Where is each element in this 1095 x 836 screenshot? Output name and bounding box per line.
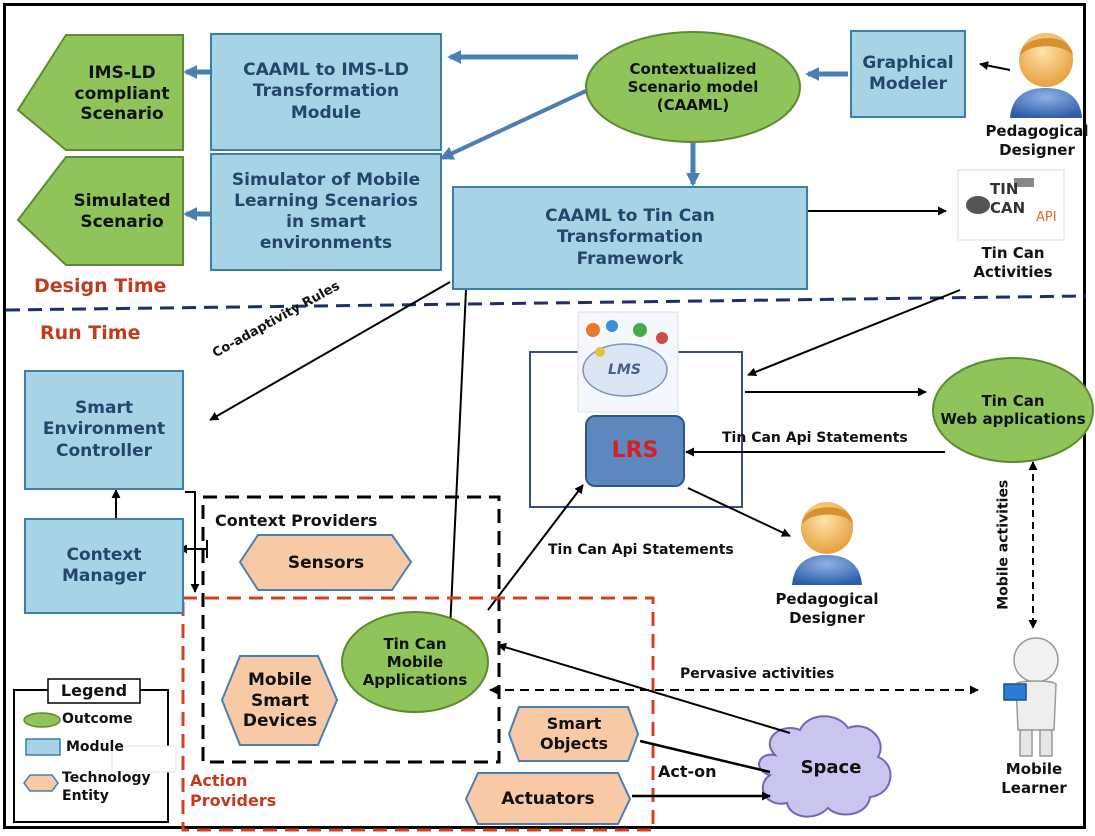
ims-ld-scenario-shape — [16, 34, 184, 151]
actuators-label: Actuators — [501, 788, 595, 809]
lms-image — [577, 311, 679, 413]
design-time-label: Design Time — [34, 275, 167, 297]
legend-title: Legend — [60, 681, 128, 700]
smart-objects-shape — [507, 706, 640, 762]
lrs-module: LRS — [585, 415, 685, 487]
statements-mid-label: Tin Can Api Statements — [548, 542, 734, 558]
legend-outcome-label: Outcome — [62, 711, 133, 727]
run-time-label: Run Time — [40, 322, 141, 344]
mobile-learner-icon — [1003, 637, 1059, 757]
sensors-shape — [238, 534, 413, 591]
mobile-activities-label: Mobile activities — [995, 479, 1012, 610]
legend-module-label: Module — [66, 739, 124, 755]
lms-label: LMS — [608, 362, 641, 378]
action-providers-group — [181, 596, 655, 832]
context-providers-group — [201, 495, 501, 764]
context-providers-label: Context Providers — [215, 511, 378, 530]
space-label: Space — [800, 757, 862, 779]
contextualized-scenario-shape — [585, 31, 801, 143]
mobile-devices-shape — [220, 655, 339, 746]
pedagogical-designer-mid-icon — [792, 502, 862, 585]
pervasive-activities-label: Pervasive activities — [680, 666, 835, 682]
pedagogical-designer-top-icon — [1010, 33, 1082, 118]
tin-can-logo — [957, 169, 1065, 241]
space-cloud — [758, 715, 892, 818]
legend-technology-icon — [23, 774, 59, 792]
act-on-label: Act-on — [658, 762, 717, 781]
legend-module-icon — [25, 738, 61, 756]
tin-can-logo-api: API — [1036, 210, 1057, 225]
actuators-shape — [464, 772, 632, 825]
tin-can-mobile-apps-shape — [341, 611, 489, 713]
statements-top-label: Tin Can Api Statements — [722, 430, 908, 446]
legend-outcome-icon — [23, 712, 61, 728]
design-run-separator — [5, 294, 1087, 312]
tin-can-web-apps-shape — [932, 357, 1094, 463]
simulated-scenario-shape — [16, 156, 184, 266]
sensors-label: Sensors — [287, 552, 365, 573]
